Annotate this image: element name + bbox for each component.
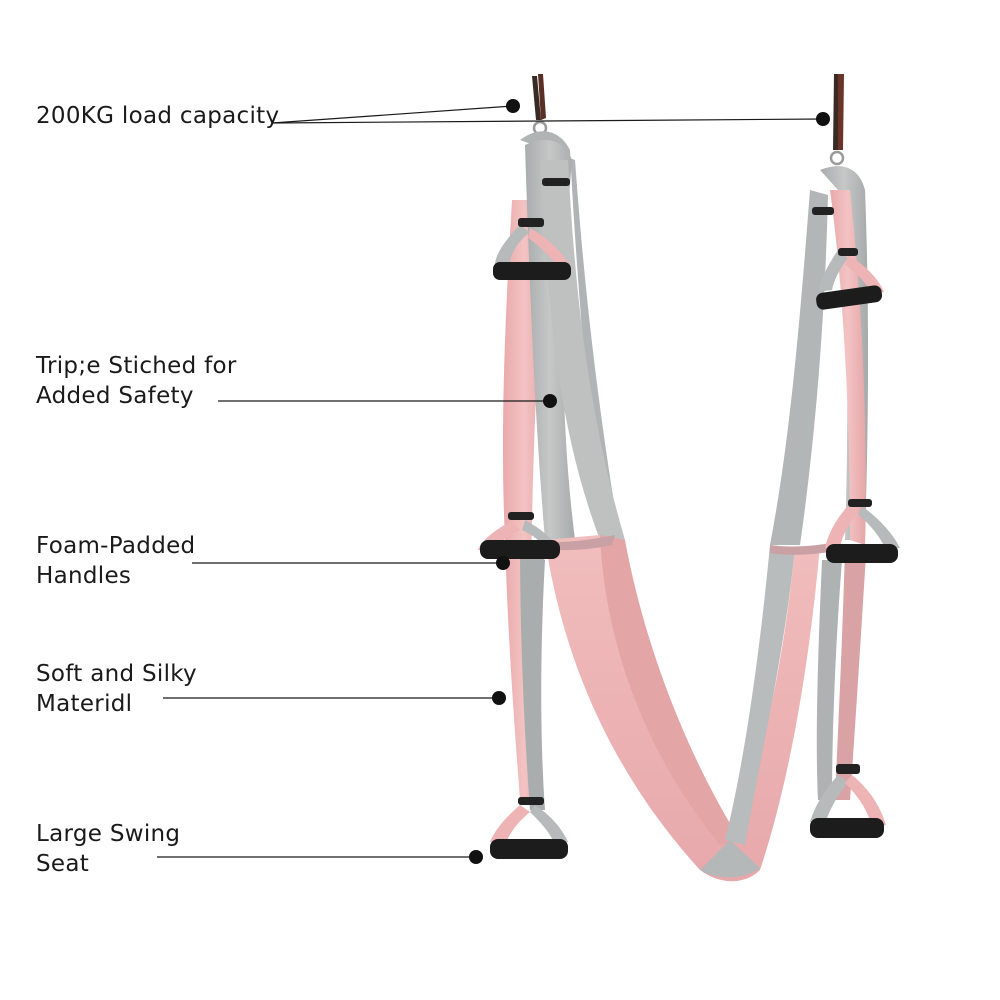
callout-line: Added Safety [36,383,194,409]
callout-swing-seat: Large Swing Seat [36,819,180,879]
callout-line: Seat [36,851,90,877]
marker-dot [492,691,506,705]
callout-line: Handles [36,563,132,589]
handle-middle-left [478,512,560,559]
marker-dot [543,394,557,408]
callout-triple-stitched: Trip;e Stiched for Added Safety [36,351,237,411]
callout-line: Trip;e Stiched for [36,353,237,379]
marker-dot [506,99,520,113]
leader-dots [469,99,830,864]
hanging-strap-right [829,74,845,166]
marker-dot [816,112,830,126]
callout-load-capacity: 200KG load capacity [36,101,279,131]
handle-middle-right [825,499,900,563]
handle-top-left [493,178,572,280]
handle-top-right [812,207,884,310]
swing-seat [540,535,830,882]
callout-line: Soft and Silky [36,661,197,687]
marker-dot [469,850,483,864]
leader-line-load-right [271,118,824,124]
callout-line: Materidl [36,691,133,717]
handle-bottom-right [810,764,886,838]
callout-line: 200KG load capacity [36,103,280,129]
leader-line-load-left [271,105,514,124]
hanging-strap-left [532,74,548,136]
handle-bottom-left [490,797,568,859]
callout-foam-handles: Foam-Padded Handles [36,531,195,591]
right-fabric-panel [770,166,869,800]
marker-dot [496,556,510,570]
callout-line: Large Swing [36,821,181,847]
callout-soft-material: Soft and Silky Materidl [36,659,197,719]
leader-lines [157,105,824,858]
callout-line: Foam-Padded [36,533,196,559]
